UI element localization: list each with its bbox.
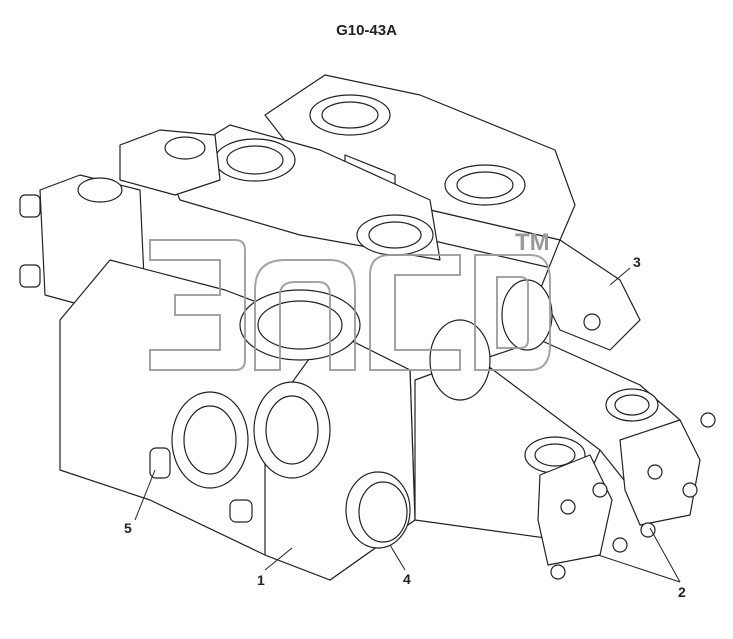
left-small-block [119,129,221,196]
leader-line-1 [264,547,293,571]
leader-line-2a [597,554,681,583]
leader-line-3 [609,267,631,286]
watermark-logo [149,239,551,371]
callout-5: 5 [124,520,132,536]
leader-line-5 [134,469,156,521]
callout-2: 2 [678,584,686,600]
small-bolt [149,447,171,479]
callout-3: 3 [633,254,641,270]
leader-line-2b [649,527,681,583]
trademark-mark: TM [515,229,550,256]
callout-1: 1 [257,572,265,588]
leader-line-4 [389,544,406,571]
callout-4: 4 [403,571,411,587]
end-cap-1 [537,454,613,566]
right-flange [539,239,641,351]
diagram-title: G10-43A [336,22,397,39]
